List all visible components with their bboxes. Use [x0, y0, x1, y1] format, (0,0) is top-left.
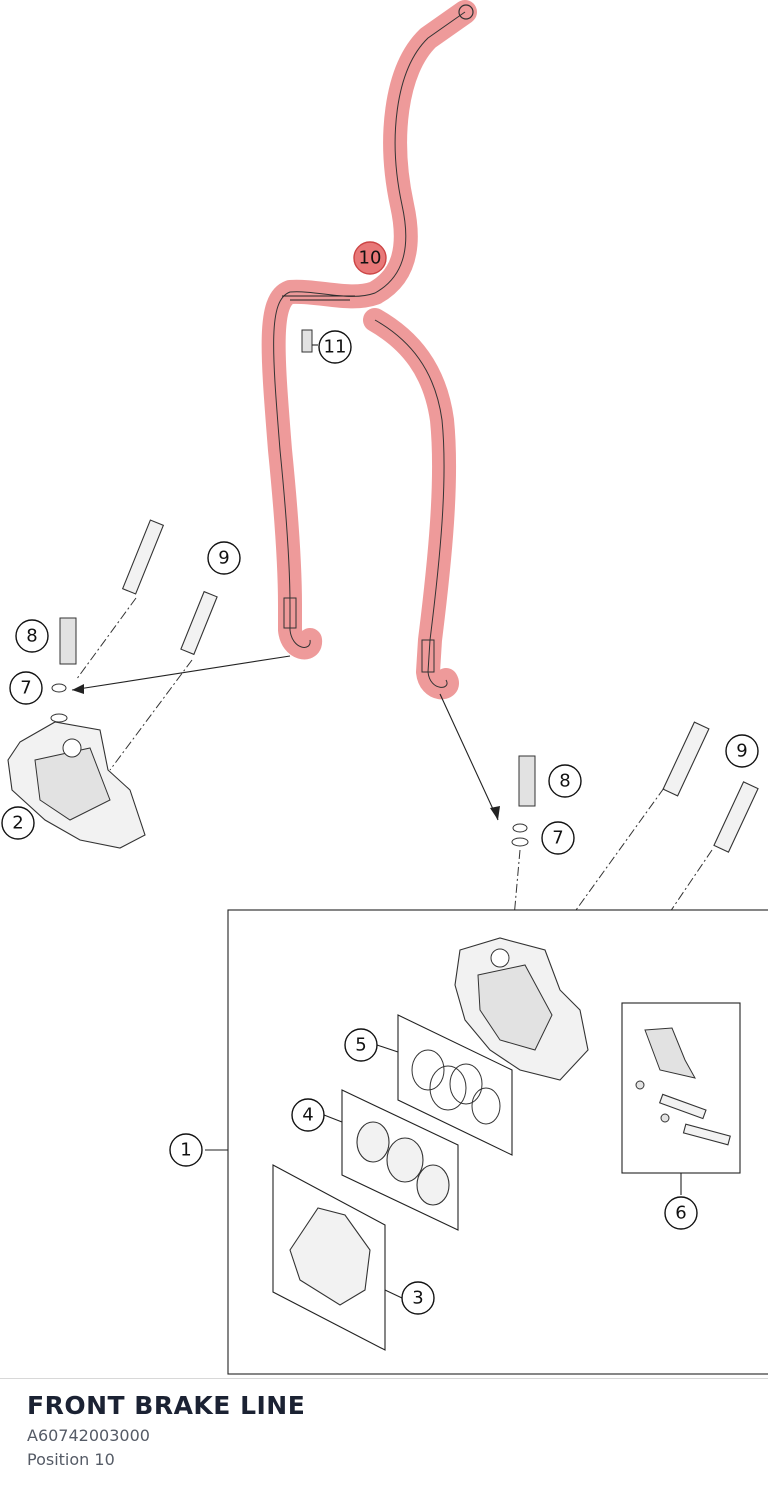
callout-10[interactable]: 10 — [353, 241, 387, 275]
svg-text:2: 2 — [12, 813, 23, 834]
exploded-parts-diagram: 10 11 9 8 7 2 9 8 7 5 4 1 — [1, 0, 768, 1375]
callout-9-left[interactable]: 9 — [207, 541, 241, 575]
part-number: A60742003000 — [27, 1426, 150, 1445]
svg-text:10: 10 — [359, 248, 382, 269]
svg-text:9: 9 — [736, 741, 747, 762]
seal-kit — [376, 1014, 513, 1156]
svg-text:8: 8 — [26, 626, 37, 647]
left-bleed-valve — [50, 617, 77, 723]
banjo-fitting — [282, 295, 355, 353]
page-title: FRONT BRAKE LINE — [27, 1391, 306, 1420]
arrow-head-left — [72, 684, 84, 694]
svg-text:7: 7 — [552, 828, 563, 849]
callout-7-left[interactable]: 7 — [9, 671, 43, 705]
hardware-kit — [621, 1002, 741, 1195]
leader-line-left — [71, 655, 291, 691]
callout-8-right[interactable]: 8 — [548, 764, 582, 798]
left-caliper — [7, 721, 146, 849]
part-info-footer: FRONT BRAKE LINE A60742003000 Position 1… — [0, 1378, 768, 1492]
arrow-head-right — [490, 806, 500, 820]
left-bolts — [75, 519, 218, 771]
callout-5[interactable]: 5 — [344, 1028, 378, 1062]
callout-9-right[interactable]: 9 — [725, 734, 759, 768]
svg-text:5: 5 — [355, 1035, 366, 1056]
callout-6[interactable]: 6 — [664, 1196, 698, 1230]
leader-line-right — [439, 693, 499, 821]
callout-7-right[interactable]: 7 — [541, 821, 575, 855]
right-bolts — [539, 721, 759, 1031]
callout-1[interactable]: 1 — [169, 1133, 203, 1167]
callout-4[interactable]: 4 — [291, 1098, 325, 1132]
callout-2[interactable]: 2 — [1, 806, 35, 840]
callout-3[interactable]: 3 — [401, 1281, 435, 1315]
callout-8-left[interactable]: 8 — [15, 619, 49, 653]
svg-text:11: 11 — [324, 337, 347, 358]
svg-text:1: 1 — [180, 1140, 191, 1161]
svg-text:3: 3 — [412, 1288, 423, 1309]
svg-text:6: 6 — [675, 1203, 686, 1224]
svg-text:7: 7 — [20, 678, 31, 699]
brake-pad-kit — [272, 1164, 403, 1351]
svg-text:9: 9 — [218, 548, 229, 569]
svg-text:8: 8 — [559, 771, 570, 792]
brake-line-highlight[interactable] — [261, 0, 477, 700]
callout-11[interactable]: 11 — [318, 330, 352, 364]
svg-text:4: 4 — [302, 1105, 313, 1126]
piston-kit — [323, 1089, 459, 1231]
position-label: Position 10 — [27, 1450, 115, 1469]
right-caliper — [454, 937, 589, 1081]
